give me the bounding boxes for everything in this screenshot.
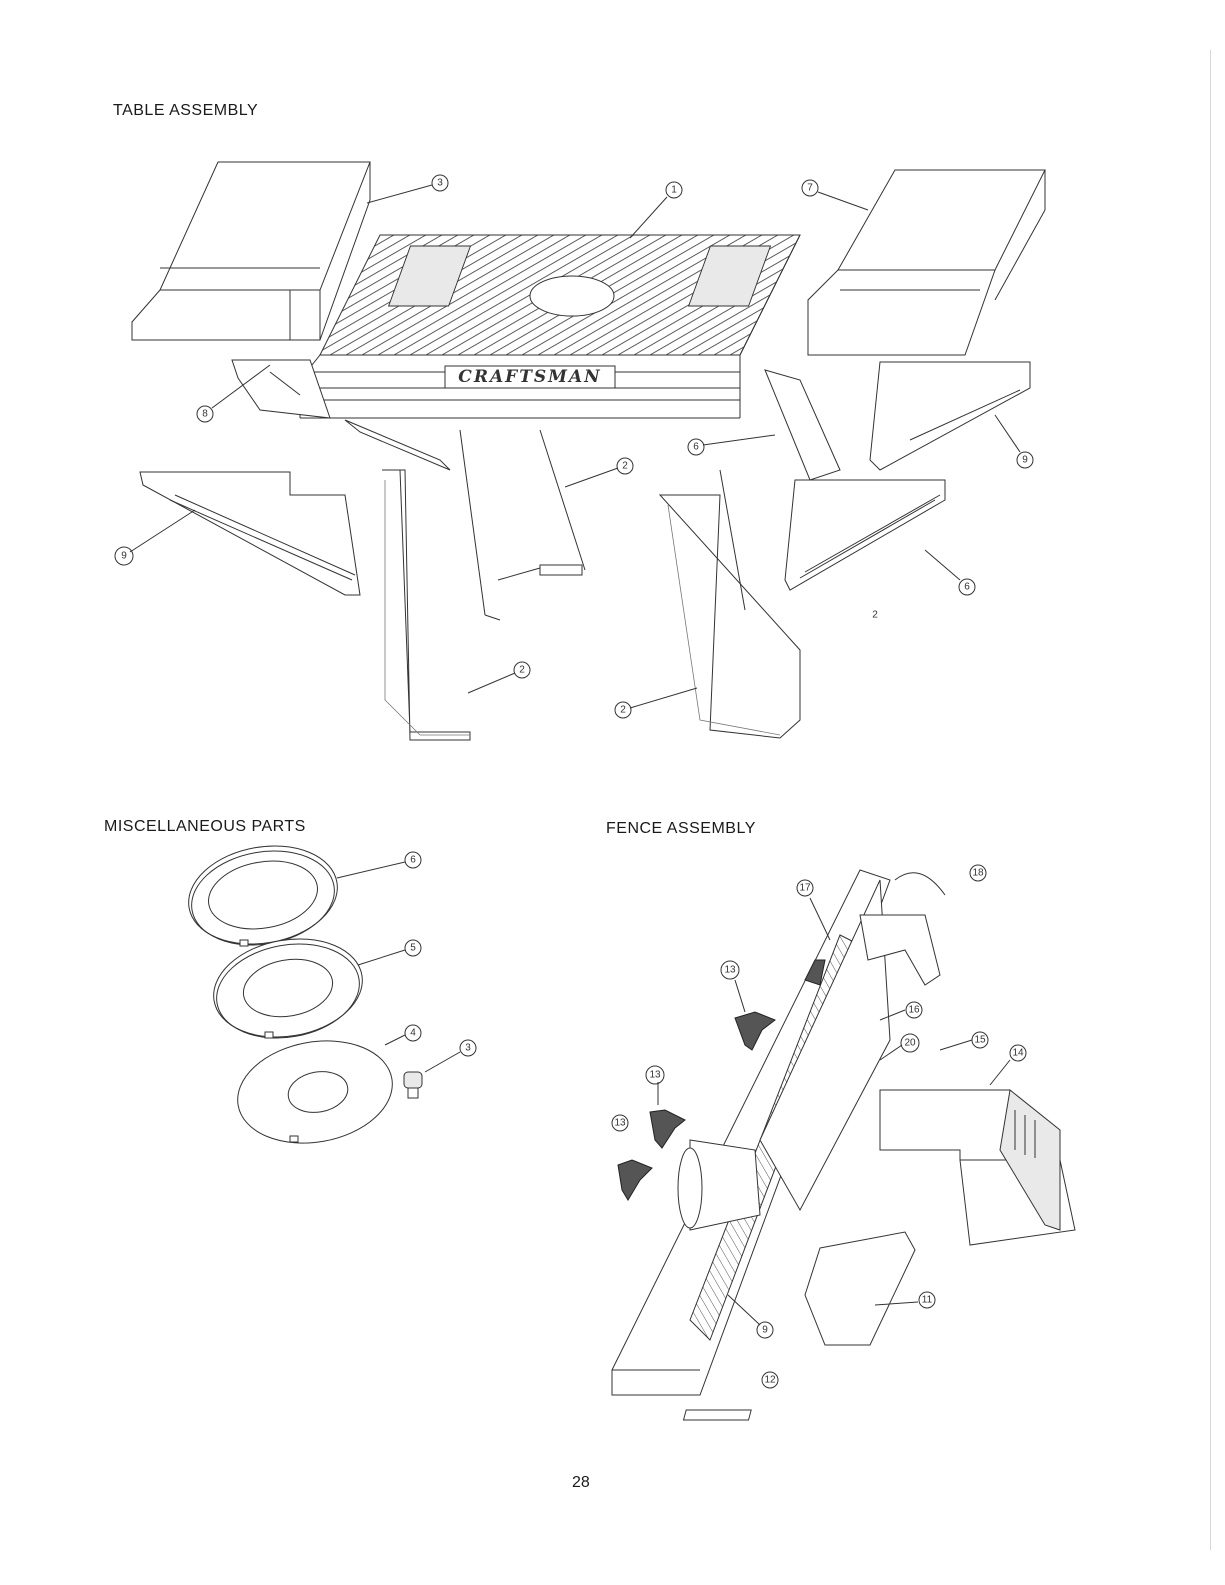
callout-16: 16	[908, 1005, 920, 1016]
callout-15: 15	[974, 1035, 986, 1046]
callout-9: 9	[762, 1325, 768, 1336]
callout-1: 1	[671, 185, 677, 196]
dust-hood	[880, 1090, 1075, 1245]
right-leg-9	[765, 362, 1030, 590]
callout-18: 18	[972, 868, 984, 879]
fence-assembly-drawing: 18 17 13 16 20 15 14 13 13	[612, 865, 1075, 1420]
page-number: 28	[572, 1474, 590, 1492]
callout-20: 20	[904, 1038, 916, 1049]
right-extension-board	[808, 170, 1045, 355]
ring-4	[230, 1029, 401, 1155]
left-leg-9	[140, 472, 360, 595]
router-table-top: CRAFTSMAN	[300, 235, 800, 418]
callout-3: 3	[437, 178, 443, 189]
callout-2c: 2	[620, 705, 626, 716]
misc-callouts: 6 5 4 3	[337, 852, 476, 1072]
callout-3: 3	[465, 1043, 471, 1054]
callout-11: 11	[922, 1295, 933, 1306]
callout-2a: 2	[622, 461, 628, 472]
callout-5: 5	[410, 943, 416, 954]
callout-9a: 9	[121, 551, 127, 562]
craftsman-logo: CRAFTSMAN	[458, 367, 601, 387]
callout-8: 8	[202, 409, 208, 420]
callout-12: 12	[764, 1375, 776, 1386]
callout-9b: 9	[1022, 455, 1028, 466]
small-bar-12	[684, 1410, 752, 1420]
left-extension-board	[132, 162, 370, 340]
callout-13c: 13	[614, 1118, 626, 1129]
callout-17: 17	[799, 883, 811, 894]
table-assembly-drawing: CRAFTSMAN	[0, 0, 1045, 740]
callout-13a: 13	[724, 965, 736, 976]
callout-4: 4	[410, 1028, 416, 1039]
knob-3	[404, 1072, 422, 1098]
callout-6: 6	[410, 855, 416, 866]
callout-6b: 6	[964, 582, 970, 593]
callout-2b: 2	[519, 665, 525, 676]
misc-parts-drawing: 6 5 4 3	[181, 835, 476, 1155]
ring-5	[206, 928, 370, 1049]
callout-2d: 2	[872, 610, 878, 621]
callout-13b: 13	[649, 1070, 661, 1081]
callout-14: 14	[1012, 1048, 1024, 1059]
callout-6a: 6	[693, 442, 699, 453]
ring-6	[181, 835, 345, 956]
leg-panels-2	[382, 430, 800, 740]
callout-7: 7	[807, 183, 813, 194]
